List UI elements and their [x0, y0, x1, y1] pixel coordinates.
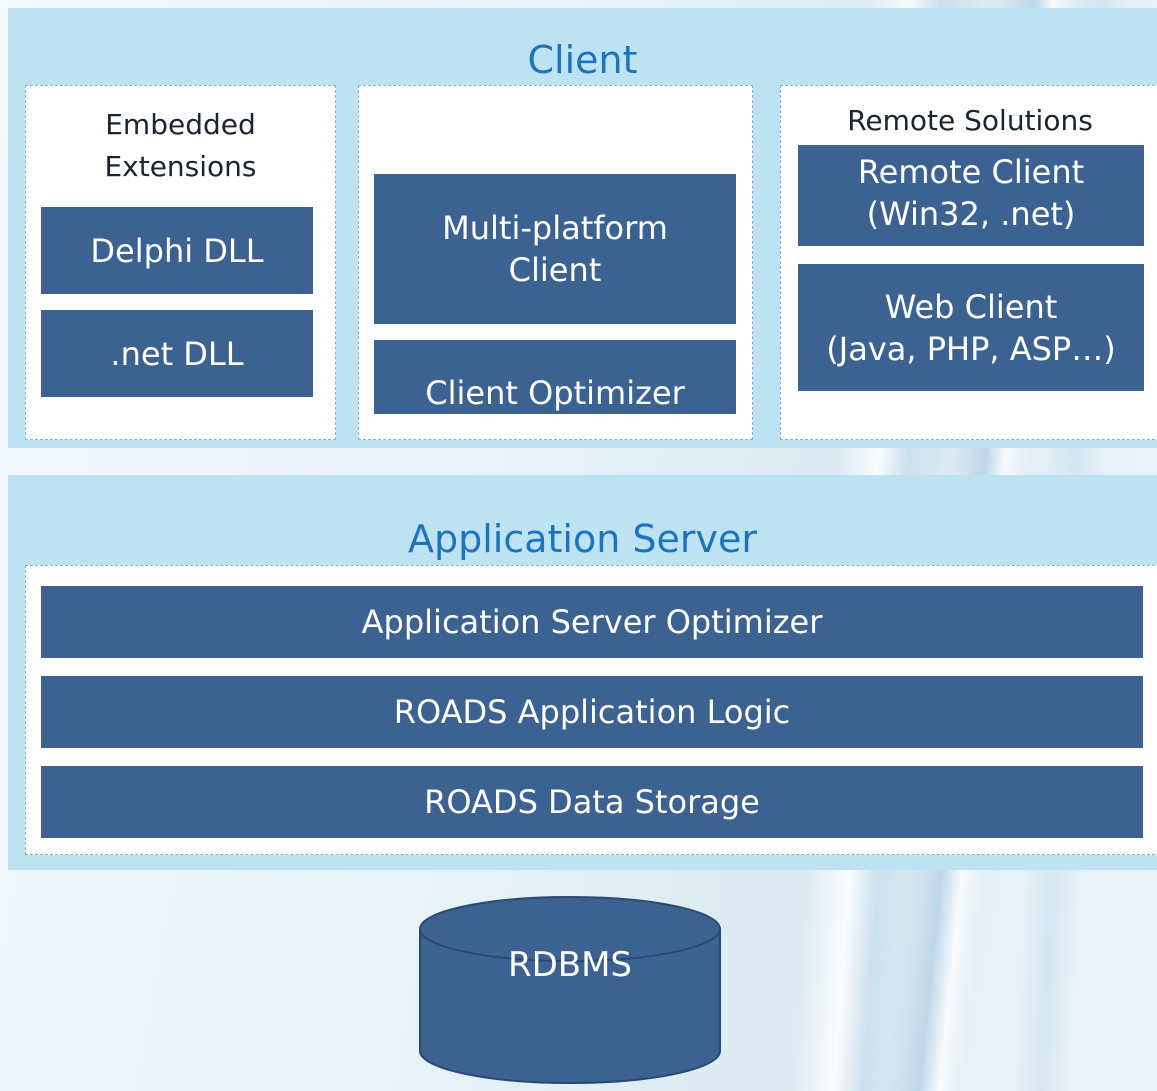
delphi-dll-block: Delphi DLL: [41, 207, 313, 294]
application-server-optimizer-block: Application Server Optimizer: [41, 586, 1143, 658]
application-server-optimizer-label: Application Server Optimizer: [361, 603, 823, 641]
multi-platform-client-block: Multi-platform Client: [374, 174, 736, 324]
application-server-group: Application Server Optimizer ROADS Appli…: [25, 565, 1157, 855]
multi-platform-group: Multi-platform Client Client Optimizer: [358, 85, 753, 440]
roads-data-storage-label: ROADS Data Storage: [424, 783, 760, 821]
dotnet-dll-block: .net DLL: [41, 310, 313, 397]
roads-application-logic-block: ROADS Application Logic: [41, 676, 1143, 748]
web-client-label-line2: (Java, PHP, ASP…): [826, 329, 1116, 368]
client-title: Client: [527, 38, 638, 82]
remote-solutions-group: Remote Solutions Remote Client (Win32, .…: [780, 85, 1157, 440]
rdbms-cylinder: [419, 896, 721, 1084]
multi-platform-label-line2: Client: [508, 251, 602, 289]
embedded-label-line2: Extensions: [104, 150, 257, 183]
client-panel: Client Embedded Extensions Delphi DLL .n…: [8, 8, 1157, 448]
application-server-panel: Application Server Application Server Op…: [8, 475, 1157, 870]
remote-client-block: Remote Client (Win32, .net): [798, 145, 1144, 246]
web-client-block: Web Client (Java, PHP, ASP…): [798, 264, 1144, 391]
dotnet-dll-label: .net DLL: [110, 334, 244, 373]
remote-solutions-label: Remote Solutions: [847, 104, 1093, 137]
delphi-dll-label: Delphi DLL: [90, 231, 264, 270]
rdbms-label: RDBMS: [507, 945, 633, 985]
rdbms-cylinder-top: [419, 896, 721, 962]
client-optimizer-label: Client Optimizer: [425, 374, 685, 412]
web-client-label-line1: Web Client: [884, 287, 1058, 326]
rdbms-cylinder-body: [419, 929, 721, 1084]
roads-data-storage-block: ROADS Data Storage: [41, 766, 1143, 838]
embedded-extensions-group: Embedded Extensions Delphi DLL .net DLL: [25, 85, 336, 440]
roads-application-logic-label: ROADS Application Logic: [393, 693, 791, 731]
multi-platform-label-line1: Multi-platform: [442, 209, 668, 247]
embedded-label-line1: Embedded: [105, 108, 256, 141]
remote-client-label-line1: Remote Client: [857, 153, 1085, 191]
application-server-title: Application Server: [407, 517, 757, 561]
client-optimizer-block: Client Optimizer: [374, 340, 736, 414]
remote-client-label-line2: (Win32, .net): [866, 195, 1076, 233]
